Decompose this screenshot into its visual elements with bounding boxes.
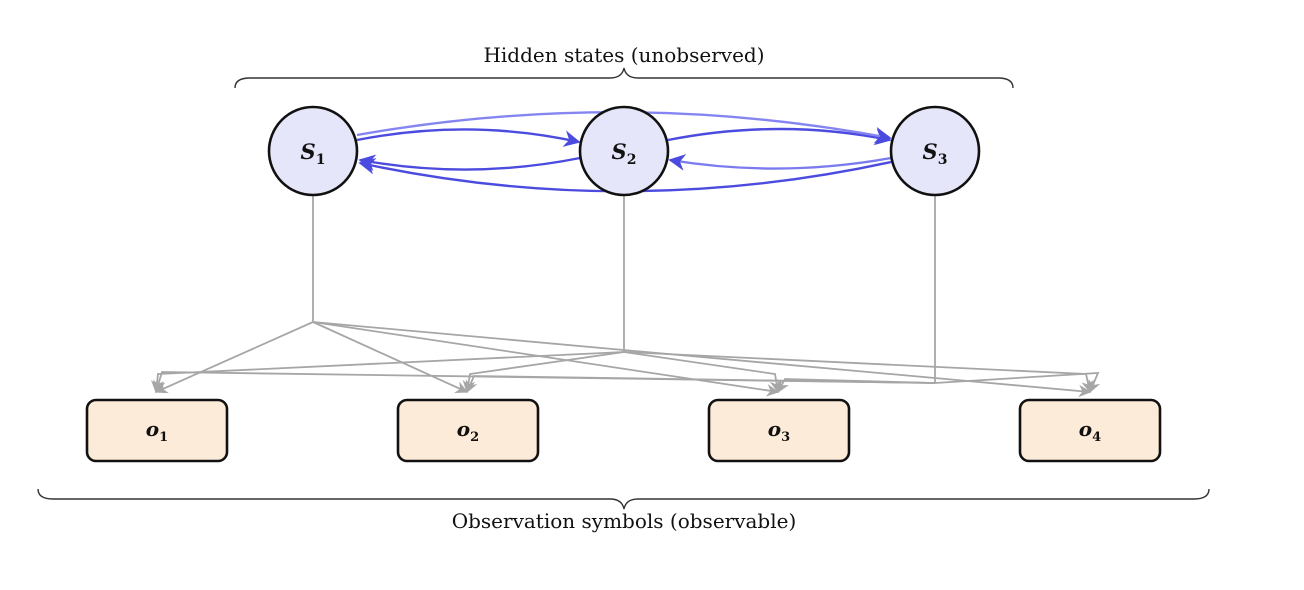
state-node xyxy=(267,105,359,197)
state-s1: S1 xyxy=(267,105,359,197)
emission-edge-s1-o1 xyxy=(154,321,314,394)
emission-edge-s3-o4 xyxy=(934,372,1101,394)
observation-box xyxy=(1018,398,1162,463)
observation-symbols-brace: Observation symbols (observable) xyxy=(37,488,1210,533)
observation-o3: o3 xyxy=(707,398,851,463)
transition-edge-s3-s2 xyxy=(668,154,892,171)
observation-box xyxy=(707,398,851,463)
observation-box xyxy=(85,398,229,463)
state-s3: S3 xyxy=(889,105,981,197)
transition-edge-s2-s3 xyxy=(667,127,892,146)
hidden-states-brace: Hidden states (unobserved) xyxy=(234,43,1014,89)
observation-o1: o1 xyxy=(85,398,229,463)
state-s2: S2 xyxy=(578,105,670,197)
state-label: S2 xyxy=(612,139,637,168)
observation-o4: o4 xyxy=(1018,398,1162,463)
transition-edge-s2-s1 xyxy=(358,154,581,171)
observation-o2: o2 xyxy=(396,398,540,463)
hidden-states-label: Hidden states (unobserved) xyxy=(483,43,764,67)
state-label: S3 xyxy=(923,139,948,168)
emission-edge-s3-o2 xyxy=(465,375,936,394)
emission-edge-s2-o3 xyxy=(623,351,783,394)
state-label: S1 xyxy=(301,139,326,168)
observation-box xyxy=(396,398,540,463)
transition-edge-s1-s2 xyxy=(356,128,581,147)
observation-label: o4 xyxy=(1079,417,1101,445)
observation-label: o3 xyxy=(768,417,790,445)
observation-label: o1 xyxy=(146,417,168,445)
emission-edges xyxy=(150,195,1101,398)
emission-edge-s1-o4 xyxy=(312,321,1092,398)
observation-symbols-label: Observation symbols (observable) xyxy=(452,509,797,533)
state-node xyxy=(578,105,670,197)
emission-edge-s1-o2 xyxy=(312,321,469,394)
state-node xyxy=(889,105,981,197)
observation-label: o2 xyxy=(457,417,479,445)
emission-edge-s3-o3 xyxy=(777,378,936,394)
